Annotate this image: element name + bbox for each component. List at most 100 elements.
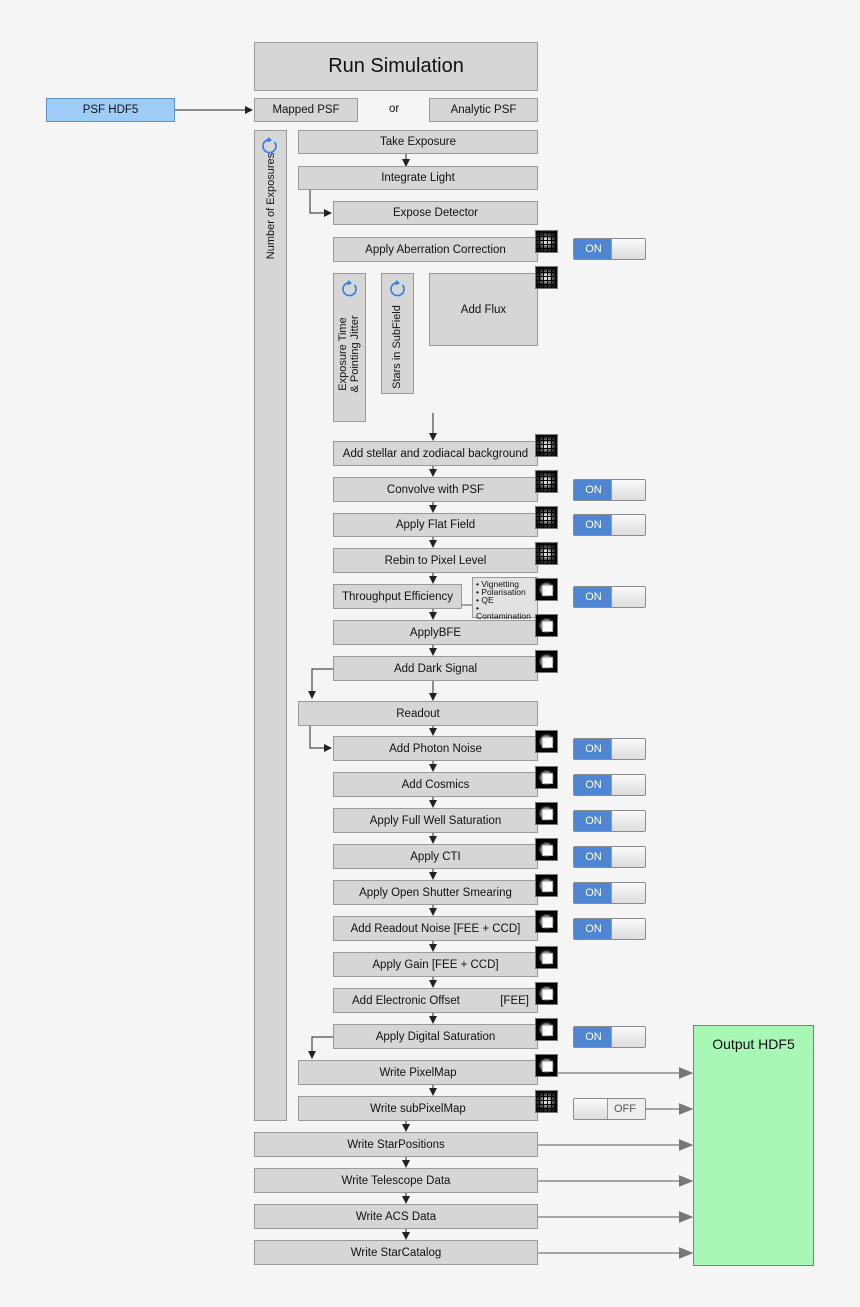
output-hdf5-box: Output HDF5	[693, 1025, 814, 1266]
write-subpixelmap-step: Write subPixelMap	[298, 1096, 538, 1121]
flat-field-toggle[interactable]: ON	[573, 514, 646, 536]
convolve-psf-step: Convolve with PSF	[333, 477, 538, 502]
write-starcatalog-step: Write StarCatalog	[254, 1240, 538, 1265]
convolve-psf-toggle[interactable]: ON	[573, 479, 646, 501]
toggle-on-label: ON	[574, 775, 613, 795]
electronic-offset-tag: [FEE]	[500, 994, 529, 1007]
toggle-knob	[611, 811, 645, 831]
throughput-note-item: • QE	[476, 595, 494, 605]
loop-icon	[342, 280, 357, 297]
digital-saturation-toggle[interactable]: ON	[573, 1026, 646, 1048]
toggle-knob	[574, 1099, 608, 1119]
loop-icon	[262, 137, 277, 154]
readout-noise-step: Add Readout Noise [FEE + CCD]	[333, 916, 538, 941]
subpixel-image-icon	[535, 230, 558, 253]
mapped-psf-box: Mapped PSF	[254, 98, 358, 122]
jitter-loop-label: Exposure Time & Pointing Jitter	[337, 299, 361, 409]
full-well-step: Apply Full Well Saturation	[333, 808, 538, 833]
pixel-image-icon	[535, 1018, 558, 1041]
toggle-on-label: ON	[574, 239, 613, 259]
run-simulation-title: Run Simulation	[254, 42, 538, 91]
aberration-toggle[interactable]: ON	[573, 238, 646, 260]
toggle-on-label: ON	[574, 883, 613, 903]
rebin-pixel-step: Rebin to Pixel Level	[333, 548, 538, 573]
stars-loop-bar	[381, 273, 414, 394]
pixel-image-icon	[535, 1054, 558, 1077]
add-dark-signal-step: Add Dark Signal	[333, 656, 538, 681]
psf-hdf5-box: PSF HDF5	[46, 98, 175, 122]
subpixel-image-icon	[535, 542, 558, 565]
throughput-notes: • Vignetting • Polarisation • QE • Conta…	[472, 577, 538, 621]
pixel-image-icon	[535, 650, 558, 673]
toggle-on-label: ON	[574, 515, 613, 535]
write-pixelmap-step: Write PixelMap	[298, 1060, 538, 1085]
readout-step: Readout	[298, 701, 538, 726]
write-telescope-step: Write Telescope Data	[254, 1168, 538, 1193]
pixel-image-icon	[535, 982, 558, 1005]
toggle-knob	[611, 587, 645, 607]
toggle-knob	[611, 239, 645, 259]
add-photon-noise-step: Add Photon Noise	[333, 736, 538, 761]
jitter-loop-bar	[333, 273, 366, 422]
add-cosmics-step: Add Cosmics	[333, 772, 538, 797]
subpixel-image-icon	[535, 470, 558, 493]
pixel-image-icon	[535, 874, 558, 897]
apply-aberration-step: Apply Aberration Correction	[333, 237, 538, 262]
cti-toggle[interactable]: ON	[573, 846, 646, 868]
subpixelmap-toggle[interactable]: OFF	[573, 1098, 646, 1120]
loop-icon	[390, 280, 405, 297]
subpixel-image-icon	[535, 506, 558, 529]
apply-gain-step: Apply Gain [FEE + CCD]	[333, 952, 538, 977]
add-background-step: Add stellar and zodiacal background	[333, 441, 538, 466]
apply-cti-step: Apply CTI	[333, 844, 538, 869]
toggle-on-label: ON	[574, 847, 613, 867]
electronic-offset-step: Add Electronic Offset [FEE]	[333, 988, 538, 1013]
toggle-on-label: ON	[574, 1027, 613, 1047]
write-starpositions-step: Write StarPositions	[254, 1132, 538, 1157]
open-shutter-step: Apply Open Shutter Smearing	[333, 880, 538, 905]
throughput-note-item: • Vignetting	[476, 579, 519, 589]
jitter-loop-label-line2: & Pointing Jitter	[349, 315, 361, 393]
toggle-on-label: ON	[574, 919, 613, 939]
integrate-light-step: Integrate Light	[298, 166, 538, 190]
exposures-loop-bar	[254, 130, 287, 1121]
full-well-toggle[interactable]: ON	[573, 810, 646, 832]
pixel-image-icon	[535, 802, 558, 825]
toggle-knob	[611, 739, 645, 759]
toggle-knob	[611, 847, 645, 867]
throughput-note-item: • Contamination	[476, 603, 531, 621]
throughput-note-item: • Polarisation	[476, 587, 526, 597]
pixel-image-icon	[535, 614, 558, 637]
subpixel-image-icon	[535, 434, 558, 457]
subpixel-image-icon	[535, 266, 558, 289]
toggle-knob	[611, 919, 645, 939]
toggle-knob	[611, 1027, 645, 1047]
toggle-off-label: OFF	[614, 1103, 636, 1115]
toggle-on-label: ON	[574, 587, 613, 607]
toggle-knob	[611, 515, 645, 535]
open-shutter-toggle[interactable]: ON	[573, 882, 646, 904]
pixel-image-icon	[535, 946, 558, 969]
throughput-toggle[interactable]: ON	[573, 586, 646, 608]
analytic-psf-box: Analytic PSF	[429, 98, 538, 122]
jitter-loop-label-line1: Exposure Time	[337, 317, 349, 391]
cosmics-toggle[interactable]: ON	[573, 774, 646, 796]
toggle-knob	[611, 775, 645, 795]
readout-noise-toggle[interactable]: ON	[573, 918, 646, 940]
apply-bfe-step: ApplyBFE	[333, 620, 538, 645]
toggle-on-label: ON	[574, 739, 613, 759]
pixel-image-icon	[535, 578, 558, 601]
digital-saturation-step: Apply Digital Saturation	[333, 1024, 538, 1049]
write-acs-step: Write ACS Data	[254, 1204, 538, 1229]
photon-noise-toggle[interactable]: ON	[573, 738, 646, 760]
toggle-on-label: ON	[574, 480, 613, 500]
expose-detector-step: Expose Detector	[333, 201, 538, 225]
toggle-knob	[611, 480, 645, 500]
take-exposure-step: Take Exposure	[298, 130, 538, 154]
electronic-offset-label: Add Electronic Offset	[352, 994, 460, 1007]
stars-in-subfield-label: Stars in SubField	[391, 305, 403, 389]
add-flux-step: Add Flux	[429, 273, 538, 346]
pixel-image-icon	[535, 766, 558, 789]
subpixel-image-icon	[535, 1090, 558, 1113]
